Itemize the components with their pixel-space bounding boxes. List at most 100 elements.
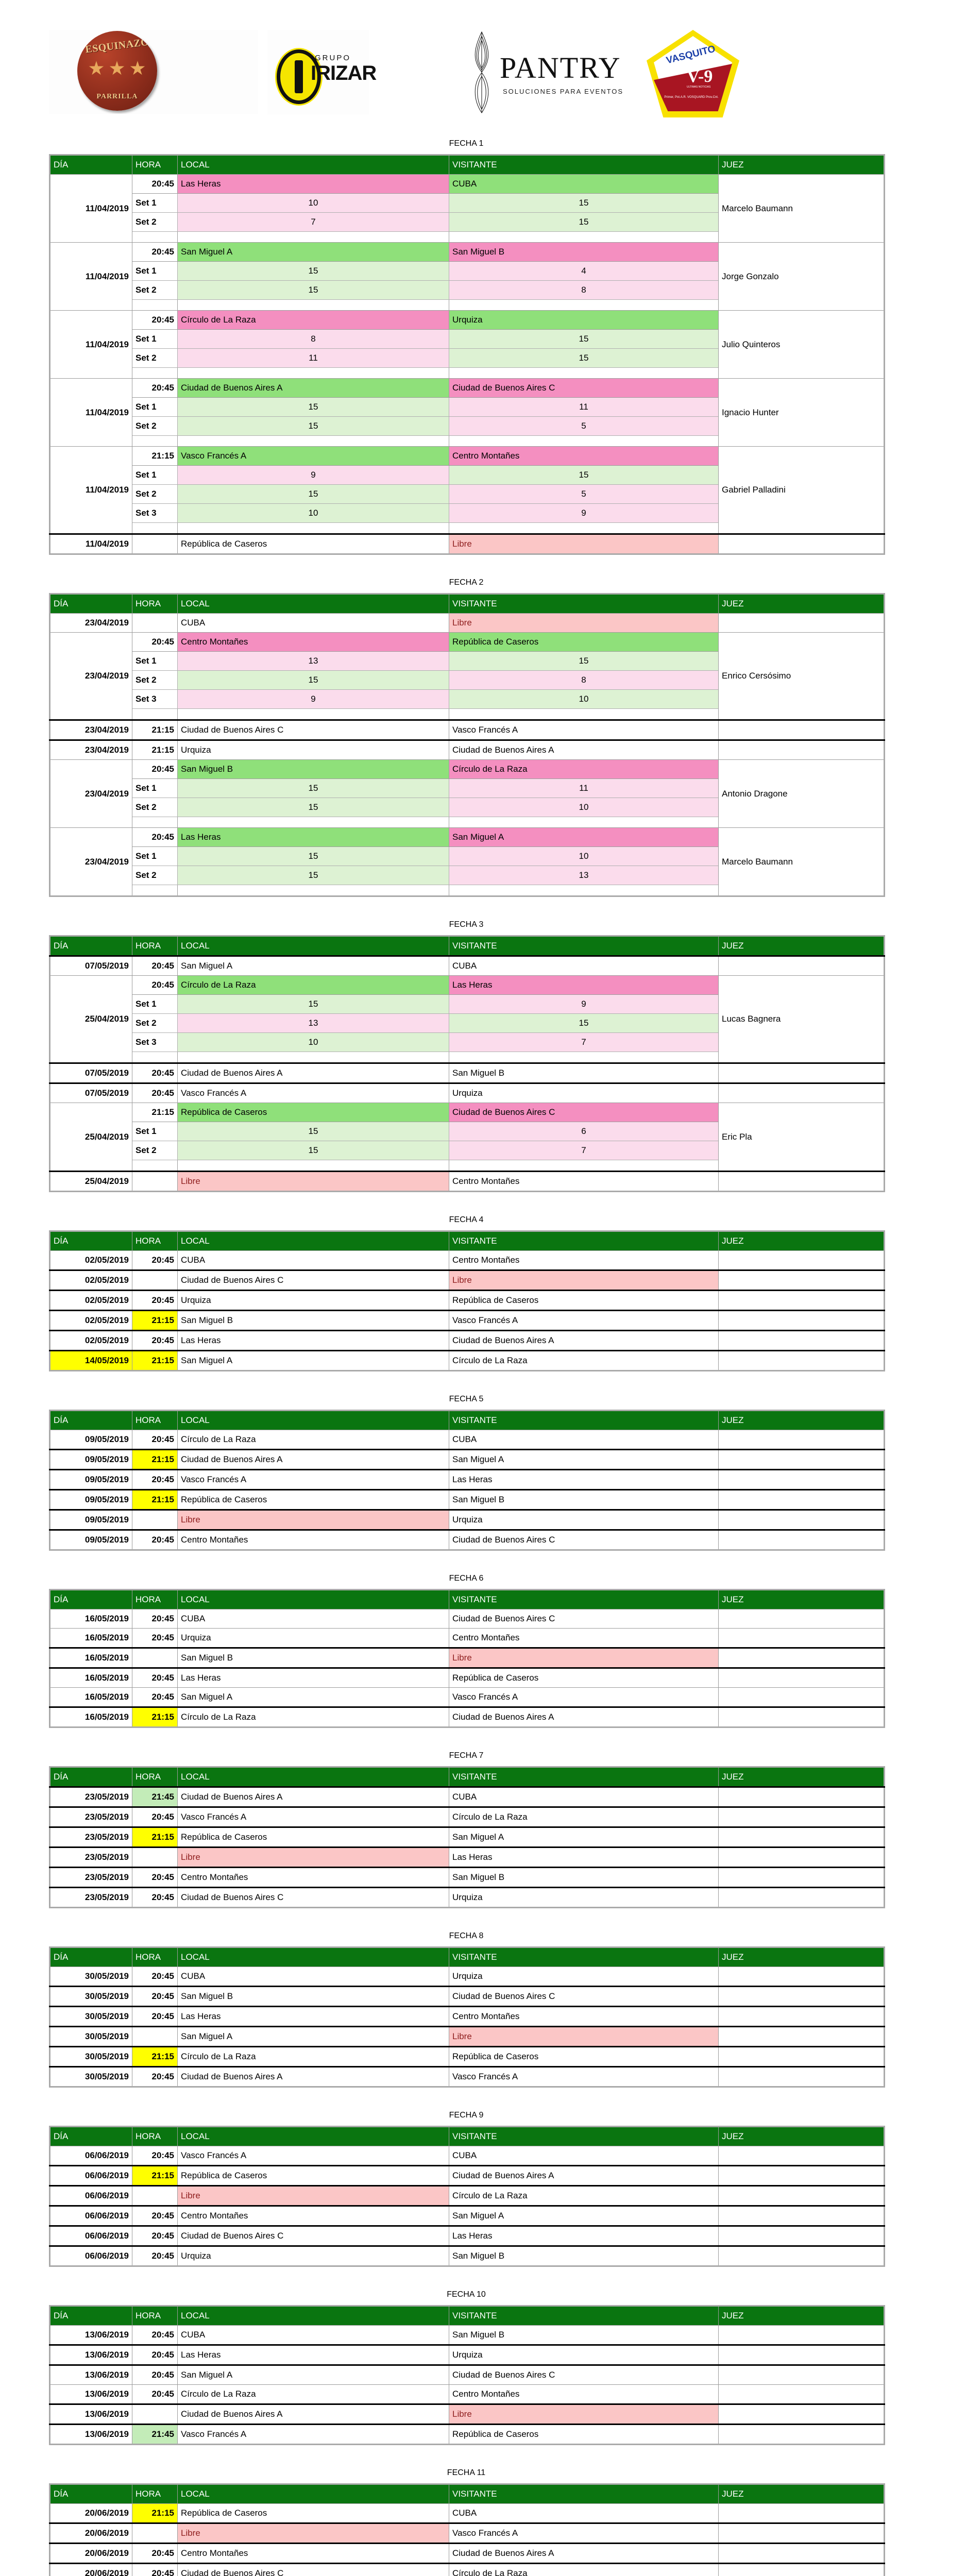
column-header-visitante: VISITANTE bbox=[449, 1410, 719, 1430]
cell-local-team: Las Heras bbox=[177, 1667, 449, 1688]
cell-visitante-team: Centro Montañes bbox=[449, 446, 719, 466]
cell-dia: 23/04/2019 bbox=[49, 632, 132, 720]
set-label: Set 2 bbox=[132, 416, 178, 436]
spacer-cell bbox=[449, 299, 719, 311]
cell-hora bbox=[132, 613, 178, 633]
cell-visitante-team: Ciudad de Buenos Aires A bbox=[449, 2543, 719, 2564]
gear-icon bbox=[277, 49, 321, 104]
cell-dia: 06/06/2019 bbox=[49, 2185, 132, 2206]
cell-juez bbox=[718, 2364, 885, 2385]
column-header-local: LOCAL bbox=[177, 1947, 449, 1967]
column-header-local: LOCAL bbox=[177, 155, 449, 175]
column-header-hora: HORA bbox=[132, 594, 178, 614]
cell-dia: 06/06/2019 bbox=[49, 2146, 132, 2166]
cell-hora: 20:45 bbox=[132, 1469, 178, 1490]
cell-hora: 20:45 bbox=[132, 2245, 178, 2266]
set-label: Set 1 bbox=[132, 193, 178, 213]
spacer-cell bbox=[177, 367, 449, 379]
cell-local-team: Ciudad de Buenos Aires A bbox=[177, 2066, 449, 2087]
cell-hora: 20:45 bbox=[132, 1529, 178, 1550]
cell-hora: 20:45 bbox=[132, 1687, 178, 1707]
cell-juez bbox=[718, 1509, 885, 1530]
cell-juez bbox=[718, 1330, 885, 1351]
spacer-cell bbox=[177, 299, 449, 311]
column-header-local: LOCAL bbox=[177, 1231, 449, 1251]
cell-local-team: Vasco Francés A bbox=[177, 446, 449, 466]
set-label: Set 1 bbox=[132, 994, 178, 1014]
cell-dia: 16/05/2019 bbox=[49, 1706, 132, 1727]
cell-local-team: República de Caseros bbox=[177, 2503, 449, 2523]
cell-dia: 30/05/2019 bbox=[49, 2066, 132, 2087]
